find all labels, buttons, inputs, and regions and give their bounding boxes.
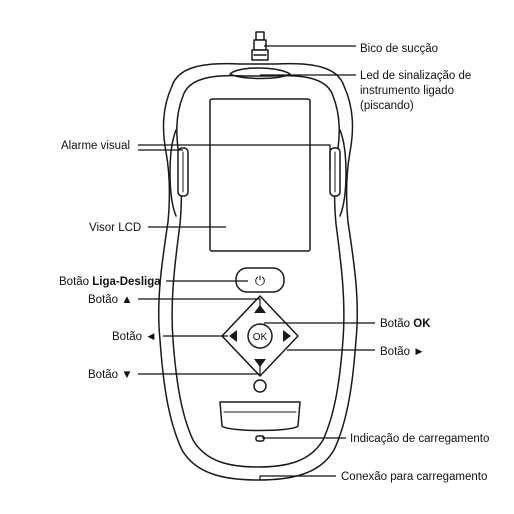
leader-up bbox=[138, 298, 261, 308]
label-left-button: Botão ◄ bbox=[112, 331, 157, 343]
label-right-button: Botão ► bbox=[380, 346, 425, 358]
power-button[interactable] bbox=[235, 267, 285, 293]
label-ok-bold: OK bbox=[413, 318, 431, 330]
label-lcd-display: Visor LCD bbox=[89, 222, 141, 234]
label-power-prefix: Botão bbox=[59, 276, 92, 288]
down-arrow-icon bbox=[254, 359, 266, 367]
label-ok-prefix: Botão bbox=[380, 318, 413, 330]
label-charge-indicator: Indicação de carregamento bbox=[350, 433, 489, 445]
alarm-right bbox=[329, 129, 347, 217]
label-visual-alarm: Alarme visual bbox=[61, 140, 130, 152]
lcd-screen bbox=[209, 98, 311, 252]
leader-lines bbox=[138, 45, 375, 480]
leader-alarm bbox=[138, 144, 331, 170]
label-led-line2: instrumento ligado bbox=[360, 85, 454, 97]
suction-nozzle bbox=[251, 31, 269, 61]
leader-charge-conn bbox=[259, 475, 336, 480]
ok-button[interactable] bbox=[247, 323, 273, 349]
led-cap bbox=[229, 67, 291, 80]
aux-button[interactable] bbox=[253, 379, 267, 393]
label-plate bbox=[219, 401, 301, 432]
leader-down bbox=[138, 364, 261, 375]
alarm-left bbox=[169, 129, 189, 217]
label-charge-connector: Conexão para carregamento bbox=[341, 471, 487, 483]
right-arrow-icon bbox=[283, 330, 291, 342]
label-led-line3: (piscando) bbox=[360, 100, 414, 112]
callout-labels: Bico de sucção Led de sinalização de ins… bbox=[59, 43, 489, 483]
nav-arrows bbox=[229, 305, 291, 367]
device-body-outer bbox=[157, 62, 359, 481]
up-arrow-icon bbox=[254, 305, 266, 313]
ok-key-label: OK bbox=[253, 332, 268, 343]
left-arrow-icon bbox=[229, 330, 237, 342]
label-power-button: Botão Liga-Desliga bbox=[59, 276, 161, 288]
label-power-bold: Liga-Desliga bbox=[92, 276, 161, 288]
label-suction-nozzle: Bico de sucção bbox=[360, 43, 438, 55]
label-down-button: Botão ▼ bbox=[88, 369, 133, 381]
device-illustration bbox=[157, 31, 359, 481]
power-icon: ⏻ bbox=[255, 273, 265, 288]
label-up-button: Botão ▲ bbox=[88, 294, 133, 306]
label-led-line1: Led de sinalização de bbox=[360, 70, 471, 82]
label-ok-button: Botão OK bbox=[380, 318, 431, 330]
